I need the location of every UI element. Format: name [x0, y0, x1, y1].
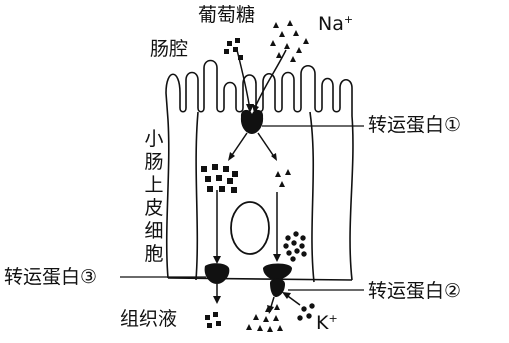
cell-left-wall [166, 93, 169, 278]
k-fluid-4 [306, 313, 311, 318]
glucose-lumen-4 [233, 47, 238, 52]
sodium-symbol: Na [318, 13, 344, 35]
na-lumen-7 [284, 43, 290, 49]
sodium-charge: + [344, 13, 353, 26]
na-lumen-2 [287, 20, 293, 26]
transport-protein-2-lower [270, 279, 285, 297]
arrowhead-glucose-out [213, 296, 221, 304]
na-lumen-6 [270, 40, 276, 46]
glucose-lumen-1 [227, 41, 232, 46]
cell-label-char: 胞 [143, 243, 165, 266]
potassium-charge: + [328, 312, 337, 325]
glucose-fluid-4 [216, 321, 221, 326]
na-fluid-5 [273, 315, 279, 321]
glucose-particles [201, 38, 243, 328]
glucose-cell-5 [205, 176, 211, 182]
arrowhead-sodium-track [273, 254, 281, 262]
na-cell-3 [279, 181, 285, 187]
na-fluid-3 [253, 314, 259, 320]
k-cell-6 [299, 243, 304, 248]
glucose-cell-7 [227, 178, 233, 184]
k-fluid-1 [301, 306, 306, 311]
arrow-sodium-down [258, 133, 275, 158]
lumen-label: 肠腔 [150, 40, 188, 59]
protein3-label: 转运蛋白③ [4, 268, 97, 287]
cell-wall-b [310, 112, 314, 282]
k-cell-3 [300, 235, 305, 240]
nucleus [231, 202, 269, 254]
cell-label-char: 肠 [143, 151, 165, 174]
glucose-lumen-5 [238, 55, 243, 60]
glucose-label: 葡萄糖 [198, 6, 255, 25]
na-fluid-6 [246, 324, 252, 330]
na-lumen-5 [303, 38, 309, 44]
potassium-symbol: K [316, 312, 328, 334]
k-cell-9 [301, 251, 306, 256]
glucose-cell-1 [201, 166, 207, 172]
transport-protein-2 [263, 264, 292, 281]
na-lumen-3 [279, 31, 285, 37]
na-fluid-4 [263, 316, 269, 322]
glucose-cell-3 [223, 166, 229, 172]
tissue-fluid-label: 组织液 [120, 310, 177, 329]
na-fluid-8 [267, 326, 273, 332]
glucose-cell-6 [216, 175, 222, 181]
glucose-cell-4 [232, 171, 238, 177]
na-cell-1 [275, 171, 281, 177]
glucose-lumen-3 [224, 49, 229, 54]
glucose-cell-8 [207, 186, 213, 192]
cell-wall-a [196, 112, 198, 280]
k-fluid-3 [297, 315, 302, 320]
na-fluid-2 [274, 304, 280, 310]
k-cell-8 [294, 248, 299, 253]
cell-label: 小肠上皮细胞 [143, 128, 165, 266]
transport-protein-1 [241, 110, 263, 134]
cell-label-char: 小 [143, 128, 165, 151]
potassium-particles [283, 231, 314, 320]
sodium-label: Na+ [318, 14, 353, 34]
na-fluid-7 [257, 325, 263, 331]
k-cell-7 [286, 250, 291, 255]
na-lumen-8 [296, 47, 302, 53]
protein1-label: 转运蛋白① [368, 116, 461, 135]
transport-protein-3 [205, 263, 230, 284]
glucose-cell-9 [219, 186, 225, 192]
k-cell-10 [290, 256, 295, 261]
cell-label-char: 细 [143, 220, 165, 243]
glucose-fluid-1 [205, 315, 210, 320]
k-cell-1 [285, 235, 290, 240]
na-lumen-9 [276, 52, 282, 58]
glucose-fluid-2 [213, 312, 218, 317]
protein2-label: 转运蛋白② [368, 282, 461, 301]
glucose-fluid-3 [207, 323, 212, 328]
microvilli-membrane [166, 61, 352, 117]
na-lumen-4 [293, 30, 299, 36]
na-cell-2 [285, 169, 291, 175]
glucose-lumen-2 [235, 38, 240, 43]
glucose-cell-10 [231, 187, 237, 193]
k-fluid-2 [309, 303, 314, 308]
cell-right-wall [350, 116, 353, 280]
k-cell-5 [291, 240, 296, 245]
k-cell-2 [293, 231, 298, 236]
na-lumen-10 [290, 56, 296, 62]
arrowhead-glucose-track [213, 256, 221, 264]
cell-label-char: 皮 [143, 197, 165, 220]
cell-label-char: 上 [143, 174, 165, 197]
glucose-cell-2 [212, 164, 218, 170]
k-cell-4 [283, 243, 288, 248]
na-fluid-9 [277, 325, 283, 331]
potassium-label: K+ [316, 313, 338, 333]
na-lumen-1 [273, 22, 279, 28]
